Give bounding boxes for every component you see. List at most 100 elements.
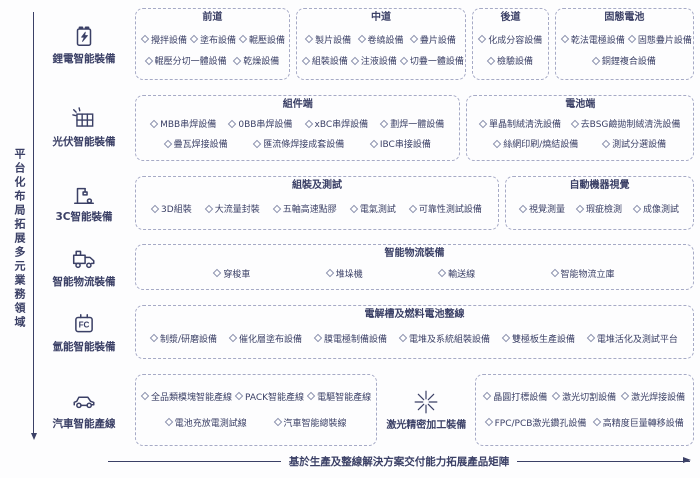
item-line: 銅鋰複合設備 [562,54,687,67]
item-bullet-icon [234,392,244,401]
item-bullet-icon [228,119,237,129]
box-lines: 穿梭車堆垛機輸送線智能物流立庫 [142,260,687,286]
equipment-box: 組裝及測試 3D組裝大流量封裝五軸高速點膠電氣測試可靠性測試設備 [135,175,499,230]
equipment-item-label: 攪拌設備 [151,35,188,46]
category-row: 智能物流裝備智能物流裝備穿梭車堆垛機輸送線智能物流立庫 [38,244,694,291]
equipment-item: 可靠性測試設備 [408,202,482,215]
item-bullet-icon [144,56,153,66]
equipment-item-label: 匯流條焊接成套設備 [263,140,345,151]
equipment-item: 檢驗設備 [486,54,533,67]
equipment-item-label: FPC/PCB激光鑽孔設備 [494,418,587,429]
equipment-item-label: 銅鋰複合設備 [601,57,656,68]
box-lines: 製片設備 卷繞設備 疊片設備組裝設備 注液設備 切疊一體設備 [301,24,464,76]
box-title: 自動機器視覺 [569,179,630,191]
bottom-axis-line-left [108,460,281,462]
equipment-item: 劃焊一體設備 [380,117,444,130]
item-bullet-icon [189,34,199,44]
category: 光伏智能裝備 [38,95,130,161]
equipment-item: 全品類模塊智能產線 [140,390,232,403]
equipment-item-label: 催化層塗布設備 [238,334,302,345]
item-line: 攪拌設備塗布設備輥壓設備 [140,33,286,46]
item-bullet-icon [620,392,630,401]
equipment-item: 去BSG鹼拋制絨清洗設備 [570,117,680,130]
equipment-item-label: 測試分選設備 [612,140,667,151]
box-title: 前道 [202,12,223,23]
equipment-item-label: 制漿/研磨設備 [159,334,218,345]
equipment-item: 穿梭車 [213,267,250,280]
equipment-item: 匯流條焊接成套設備 [252,137,345,151]
equipment-item: 組裝設備 [301,54,348,67]
equipment-item-label: 輸送線 [448,269,476,280]
equipment-item: 注液設備 [350,54,397,68]
equipment-item: 單晶制絨清洗設備 [478,117,561,130]
item-bullet-icon [409,34,419,44]
equipment-item-label: 電堆及系統組裝設備 [408,334,490,345]
equipment-item: MBB串焊設備 [149,117,216,130]
forklift-icon [71,246,97,272]
equipment-item: FPC/PCB激光鑽孔設備 [484,416,587,429]
down-arrow-icon [31,433,37,440]
equipment-item: 電堆及系統組裝設備 [398,332,490,345]
item-bullet-icon [273,418,282,427]
item-bullet-icon [272,204,282,213]
equipment-item: 電氣測試 [349,202,396,215]
equipment-item-label: 大流量封裝 [214,205,260,216]
equipment-item: 制漿/研磨設備 [149,332,218,345]
equipment-item: xBC串焊設備 [304,117,368,130]
category-label: 智能物流裝備 [52,275,116,288]
equipment-item-label: 切疊一體設備 [409,57,464,68]
item-bullet-icon [408,204,418,213]
box-title: 組件端 [282,98,313,110]
bottom-axis: 基於生產及整線解決方案交付能力拓展產品矩陣 [108,448,691,474]
item-bullet-icon [325,269,335,278]
equipment-item-label: 疊片設備 [419,35,456,46]
item-bullet-icon [482,392,492,401]
equipment-item-label: 注液設備 [360,57,397,68]
equipment-item-label: 視覺測量 [528,205,565,216]
equipment-item-label: 電驅智能產線 [317,392,372,403]
item-line: 組裝設備 注液設備 切疊一體設備 [301,54,464,68]
equipment-item-label: 智能物流立庫 [560,269,615,280]
item-line: 電池充放電測試線汽車智能總裝線 [142,416,370,429]
battery-icon [71,23,97,49]
item-bullet-icon [518,204,528,213]
equipment-item: 製片設備 [304,33,351,46]
item-bullet-icon [486,56,496,66]
equipment-item-label: 卷繞設備 [367,35,404,46]
box-title: 組裝及測試 [292,179,342,191]
equipment-item: 固態疊片設備 [627,33,692,46]
equipment-item: 電堆活化及測試平台 [586,332,678,345]
item-bullet-icon [238,34,248,44]
item-bullet-icon [586,333,596,343]
item-bullet-icon [213,269,222,278]
category: 智能物流裝備 [38,244,130,290]
item-bullet-icon [560,34,570,44]
equipment-item: 化成分容設備 [478,33,542,46]
laser-section: 激光精密加工裝備 [383,374,469,446]
item-bullet-icon [551,392,561,401]
equipment-box: 電解槽及燃料電池整線制漿/研磨設備催化層塗布設備膜電極制備設備電堆及系統組裝設備… [135,305,694,360]
item-bullet-icon [484,418,493,427]
left-axis-label: 平台化布局拓展多元業務領域 [13,148,26,330]
item-line: FPC/PCB激光鑽孔設備高精度巨量轉移設備 [482,416,687,429]
equipment-box: 前道攪拌設備塗布設備輥壓設備輥壓分切一體設備乾燥設備 [135,8,290,80]
box-title: 固態電池 [604,12,645,23]
equipment-item: 激光切割設備 [551,390,616,403]
item-bullet-icon [228,333,238,343]
item-bullet-icon [304,34,314,44]
equipment-item-label: 輥壓設備 [249,35,286,46]
box-title: 中道 [371,12,392,23]
item-bullet-icon [301,56,311,66]
item-line: 3D組裝大流量封裝五軸高速點膠電氣測試可靠性測試設備 [142,202,492,215]
equipment-box: 自動機器視覺視覺測量瑕疵檢測成像測試 [505,175,694,230]
equipment-item: 疊片設備 [409,33,456,46]
equipment-item-label: 電堆活化及測試平台 [596,334,678,345]
